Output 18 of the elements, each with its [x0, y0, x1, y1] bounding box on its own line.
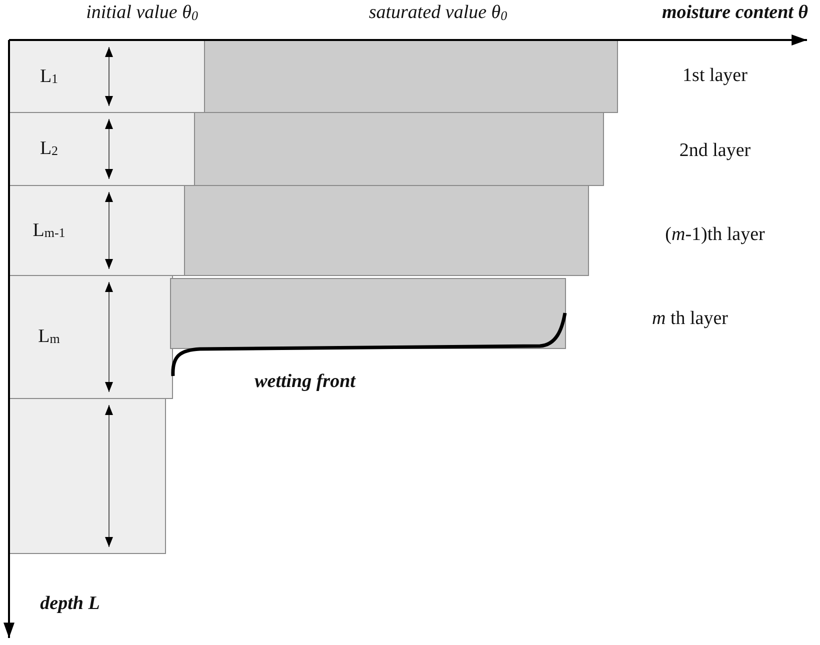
soil-layer-box — [9, 112, 195, 186]
axis-label: moisture content θ — [662, 2, 808, 24]
saturated-layer-bar — [184, 185, 589, 276]
axis-label: (m-1)th layer — [665, 224, 765, 246]
saturated-layer-bar — [194, 112, 604, 186]
axis-label: 2nd layer — [679, 140, 751, 162]
soil-layer-box — [9, 398, 166, 554]
axis-label: wetting front — [254, 371, 356, 393]
axis-label: depth L — [40, 593, 100, 615]
axis-label: 1st layer — [682, 65, 748, 87]
axis-label: initial value θ$_{0}$ — [86, 2, 198, 24]
soil-layer-box — [9, 275, 173, 399]
axis-label: saturated value θ$_{0}$ — [368, 2, 508, 24]
saturated-layer-bar — [170, 278, 566, 349]
saturated-layer-bar — [204, 40, 618, 113]
soil-layer-box — [9, 185, 185, 276]
soil-layer-box — [9, 40, 205, 113]
axis-label: m th layer — [652, 308, 728, 330]
